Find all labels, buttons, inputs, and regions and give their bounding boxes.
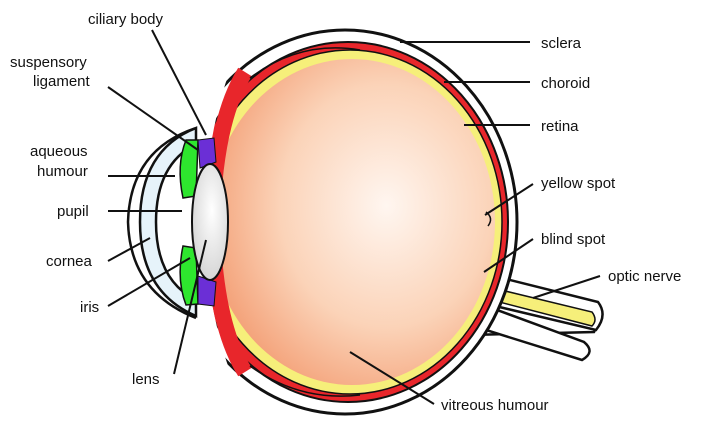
label-lens: lens xyxy=(132,371,160,388)
lens xyxy=(191,163,229,281)
label-retina: retina xyxy=(541,118,579,135)
label-pupil: pupil xyxy=(57,203,89,220)
label-vitreous-humour: vitreous humour xyxy=(441,397,549,414)
label-blind-spot: blind spot xyxy=(541,231,606,248)
label-suspensory-ligament-2: ligament xyxy=(33,73,91,90)
leader-lines xyxy=(107,29,601,405)
vitreous-humour xyxy=(209,59,495,385)
label-suspensory-ligament-1: suspensory xyxy=(10,54,87,71)
label-cornea: cornea xyxy=(46,253,93,270)
label-yellow-spot: yellow spot xyxy=(541,175,616,192)
label-ciliary-body: ciliary body xyxy=(88,11,164,28)
label-optic-nerve: optic nerve xyxy=(608,268,681,285)
label-choroid: choroid xyxy=(541,75,590,92)
label-aqueous-humour-2: humour xyxy=(37,163,88,180)
label-sclera: sclera xyxy=(541,35,582,52)
label-aqueous-humour-1: aqueous xyxy=(30,143,88,160)
label-iris: iris xyxy=(80,299,99,316)
ciliary-body xyxy=(197,137,217,169)
